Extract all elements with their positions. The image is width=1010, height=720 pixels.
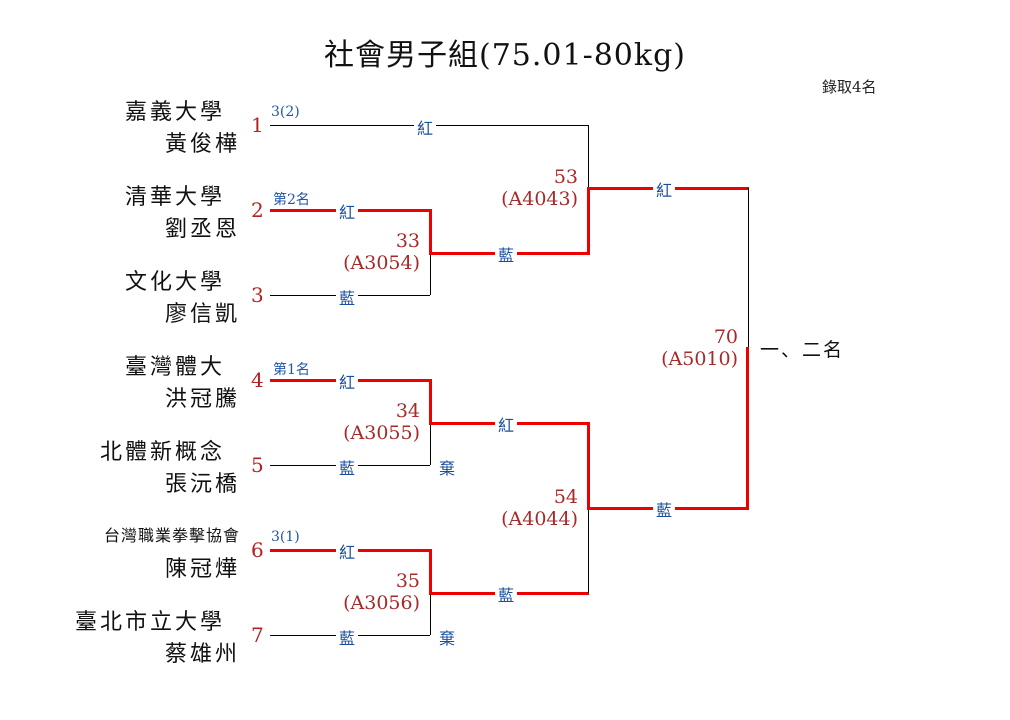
bracket-line-final-top bbox=[748, 188, 749, 348]
corner-red-m34: 紅 bbox=[495, 412, 518, 436]
forfeit-m34: 棄 bbox=[436, 455, 459, 479]
match-70: 70 (A5010) bbox=[661, 326, 738, 370]
entry-1-name: 黃俊樺 bbox=[164, 132, 240, 157]
match-34-code: (A3055) bbox=[343, 422, 420, 444]
corner-blue-m54: 藍 bbox=[653, 497, 676, 521]
bracket-line-final-bottom bbox=[746, 347, 749, 510]
seed-4: 4 bbox=[251, 368, 264, 392]
corner-red-entry-2: 紅 bbox=[336, 199, 359, 223]
corner-blue-m33: 藍 bbox=[495, 242, 518, 266]
match-35: 35 (A3056) bbox=[343, 570, 420, 614]
entry-7-team: 臺北市立大學 bbox=[74, 610, 225, 635]
bracket-line-m34-bottom bbox=[430, 423, 431, 465]
match-33-code: (A3054) bbox=[343, 252, 420, 274]
bracket-line-m54-bottom bbox=[588, 508, 589, 593]
match-33: 33 (A3054) bbox=[343, 230, 420, 274]
match-54-code: (A4044) bbox=[501, 508, 578, 530]
entry-7-name: 蔡雄州 bbox=[164, 642, 240, 667]
corner-blue-entry-3: 藍 bbox=[336, 285, 359, 309]
match-53: 53 (A4043) bbox=[501, 166, 578, 210]
entry-6-name: 陳冠燁 bbox=[164, 557, 240, 582]
bracket-line-m53-bottom bbox=[587, 187, 590, 255]
match-70-number: 70 bbox=[713, 326, 738, 348]
match-34-number: 34 bbox=[395, 400, 420, 422]
entry-5-name: 張沅橋 bbox=[164, 472, 240, 497]
entry-3-team: 文化大學 bbox=[124, 270, 225, 295]
bracket-line-m33-bottom bbox=[430, 253, 431, 295]
entry-6-result: 3(1) bbox=[271, 529, 300, 545]
bracket-line-m35-top bbox=[429, 549, 432, 595]
match-33-number: 33 bbox=[395, 230, 420, 252]
match-54-number: 54 bbox=[553, 486, 578, 508]
corner-blue-entry-5: 藍 bbox=[336, 455, 359, 479]
qualifier-count: 錄取4名 bbox=[822, 78, 877, 96]
seed-7: 7 bbox=[251, 623, 264, 647]
seed-5: 5 bbox=[251, 453, 264, 477]
bracket-line-m54-top bbox=[587, 422, 590, 510]
entry-2-name: 劉丞恩 bbox=[164, 217, 240, 242]
bracket-line-m34-top bbox=[429, 379, 432, 425]
match-35-code: (A3056) bbox=[343, 592, 420, 614]
seed-1: 1 bbox=[251, 113, 264, 137]
page-title: 社會男子組(75.01-80kg) bbox=[324, 38, 686, 73]
corner-red-m53: 紅 bbox=[653, 177, 676, 201]
match-54: 54 (A4044) bbox=[501, 486, 578, 530]
entry-4-result: 第1名 bbox=[273, 362, 310, 378]
entry-2-result: 第2名 bbox=[273, 192, 310, 208]
corner-red-entry-4: 紅 bbox=[336, 369, 359, 393]
final-placement-label: 一、二名 bbox=[760, 339, 845, 361]
forfeit-m35: 棄 bbox=[436, 625, 459, 649]
entry-1-result: 3(2) bbox=[271, 104, 300, 120]
bracket-line-m33-top bbox=[429, 209, 432, 255]
bracket-line-m53-top bbox=[588, 125, 589, 188]
match-35-number: 35 bbox=[395, 570, 420, 592]
match-53-code: (A4043) bbox=[501, 188, 578, 210]
corner-blue-entry-7: 藍 bbox=[336, 625, 359, 649]
seed-3: 3 bbox=[251, 283, 264, 307]
match-70-code: (A5010) bbox=[661, 348, 738, 370]
match-53-number: 53 bbox=[553, 166, 578, 188]
entry-2-team: 清華大學 bbox=[124, 185, 225, 210]
entry-5-team: 北體新概念 bbox=[99, 440, 225, 465]
entry-4-team: 臺灣體大 bbox=[124, 355, 225, 380]
corner-blue-m35: 藍 bbox=[495, 582, 518, 606]
seed-6: 6 bbox=[251, 538, 264, 562]
seed-2: 2 bbox=[251, 198, 264, 222]
corner-red-entry-1: 紅 bbox=[414, 115, 437, 139]
entry-6-team: 台灣職業拳擊協會 bbox=[103, 526, 240, 545]
match-34: 34 (A3055) bbox=[343, 400, 420, 444]
entry-3-name: 廖信凱 bbox=[164, 302, 240, 327]
bracket-line-m35-bottom bbox=[430, 593, 431, 635]
corner-red-entry-6: 紅 bbox=[336, 539, 359, 563]
entry-4-name: 洪冠騰 bbox=[164, 387, 240, 412]
entry-1-team: 嘉義大學 bbox=[124, 100, 225, 125]
